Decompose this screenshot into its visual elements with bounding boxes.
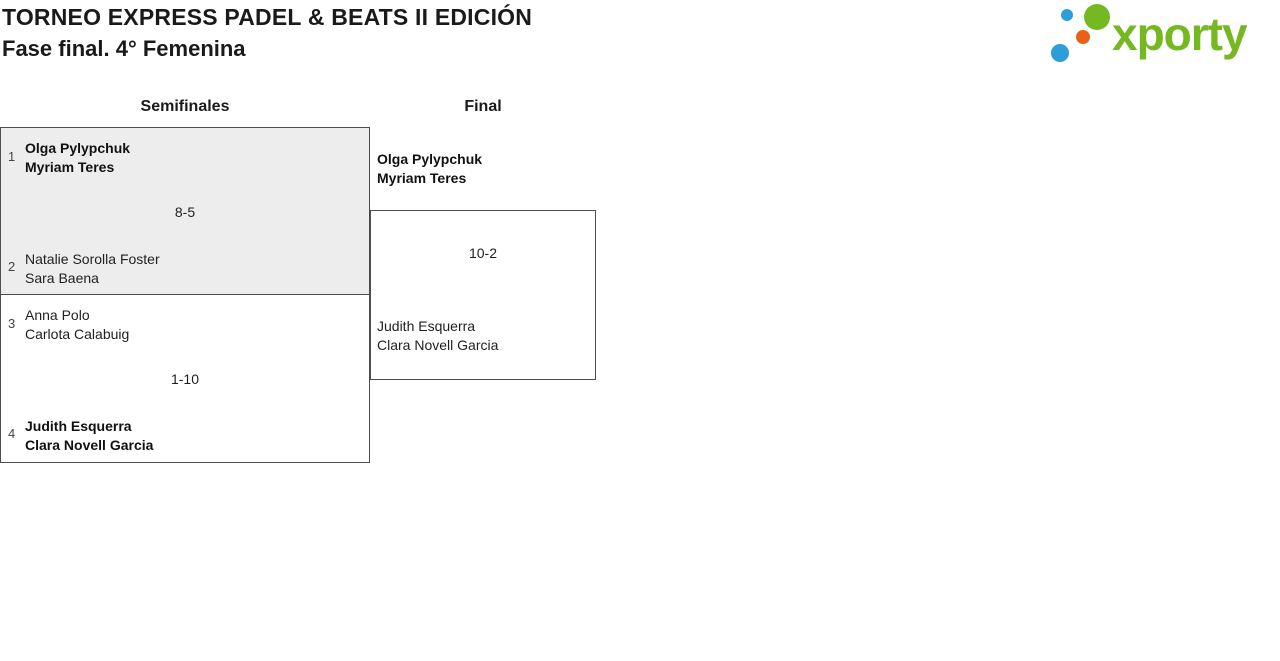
player-name: Sara Baena [25, 270, 99, 286]
team-name: Olga Pylypchuk Myriam Teres [377, 150, 482, 188]
player-name: Anna Polo [25, 307, 90, 323]
xporty-logo-text: xporty [1112, 8, 1248, 60]
team-name: Judith Esquerra Clara Novell Garcia [377, 317, 498, 355]
match-score: 10-2 [468, 245, 498, 261]
player-name: Olga Pylypchuk [377, 151, 483, 167]
seed-number: 1 [8, 149, 16, 164]
match-semifinal-2[interactable]: 3 Anna Polo Carlota Calabuig 1-10 4 Judi… [0, 294, 370, 463]
match-semifinal-1[interactable]: 1 Olga Pylypchuk Myriam Teres 8-5 2 Nata… [0, 127, 370, 295]
seed-number: 4 [8, 426, 16, 441]
player-name: Judith Esquerra [377, 318, 476, 334]
logo-dot-green-large [1084, 4, 1110, 30]
player-name: Myriam Teres [377, 170, 467, 186]
team-name: Anna Polo Carlota Calabuig [25, 306, 129, 344]
xporty-logo[interactable]: xporty [1050, 3, 1248, 65]
tournament-title: TORNEO EXPRESS PADEL & BEATS II EDICIÓN [2, 4, 533, 30]
player-name: Myriam Teres [25, 159, 115, 175]
player-name: Natalie Sorolla Foster [25, 251, 160, 267]
match-final[interactable] [370, 210, 596, 380]
logo-dot-orange [1076, 30, 1090, 44]
player-name: Clara Novell Garcia [25, 437, 154, 453]
category-subtitle: Fase final. 4° Femenina [2, 36, 246, 61]
logo-dot-blue-medium [1051, 44, 1069, 62]
team-name: Judith Esquerra Clara Novell Garcia [25, 417, 153, 455]
player-name: Carlota Calabuig [25, 326, 130, 342]
round-header-semifinals: Semifinales [140, 98, 230, 115]
match-score: 1-10 [170, 371, 200, 387]
seed-number: 2 [8, 259, 16, 274]
player-name: Olga Pylypchuk [25, 140, 131, 156]
team-name: Olga Pylypchuk Myriam Teres [25, 139, 130, 177]
match-score: 8-5 [174, 204, 196, 220]
logo-dot-blue-small [1061, 9, 1073, 21]
round-header-final: Final [464, 98, 502, 115]
team-name: Natalie Sorolla Foster Sara Baena [25, 250, 160, 288]
seed-number: 3 [8, 316, 16, 331]
player-name: Judith Esquerra [25, 418, 132, 434]
xporty-dots-icon [1051, 4, 1110, 62]
player-name: Clara Novell Garcia [377, 337, 499, 353]
